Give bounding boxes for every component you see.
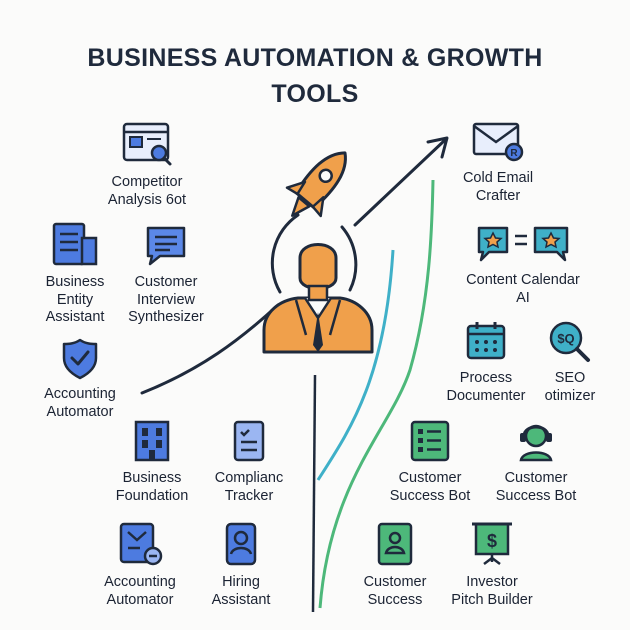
chat-bubble-icon (146, 226, 186, 266)
growth-arrow-upper (353, 138, 447, 227)
building-icon (134, 420, 170, 462)
checklist-document-icon (233, 420, 265, 462)
growth-arrow-head (426, 136, 449, 159)
tool-label: Crafter (475, 187, 521, 204)
tool-label: Entity (56, 291, 94, 308)
browser-search-icon (122, 122, 172, 166)
teal-curve (316, 249, 395, 481)
green-curve (318, 179, 435, 609)
navy-curve (311, 374, 317, 613)
tool-label: AI (516, 289, 530, 306)
tool-label: Customer (363, 574, 427, 590)
tool-label: Process (459, 370, 513, 386)
tool-label: Content Calendar (466, 272, 580, 288)
tool-label: Assistant (45, 309, 105, 325)
halo-right (340, 225, 358, 292)
businessman-icon (262, 243, 374, 354)
tool-label: Tracker (224, 487, 274, 504)
rocket-icon (285, 151, 347, 218)
tool-label: Analysis 6ot (107, 191, 187, 208)
tool-label: Automator (106, 591, 174, 608)
checklist-board-icon (410, 420, 450, 462)
dollar-presentation-icon: $ (472, 522, 512, 565)
magnifier-dollar-icon: $Q (549, 321, 590, 362)
tool-label: Assistant (211, 591, 271, 608)
tool-label: Success Bot (495, 487, 577, 504)
building-document-icon (52, 222, 98, 266)
tool-label: Success (367, 591, 423, 608)
person-card-icon (377, 522, 413, 566)
page-title: BUSINESS AUTOMATION & GROWTH TOOLS (0, 40, 630, 112)
tool-label: Automator (46, 403, 114, 420)
shield-check-icon (62, 338, 98, 380)
tool-label: Hiring (222, 574, 260, 590)
svg-text:$: $ (487, 531, 497, 551)
growth-arrow-lower (140, 303, 280, 395)
svg-text:R: R (510, 148, 518, 159)
tool-label: Customer (504, 470, 568, 486)
tool-label: Documenter (446, 387, 526, 404)
title-line-2: TOOLS (271, 80, 359, 108)
star-chat-bubbles-icon (477, 226, 569, 262)
checklist-minus-icon (119, 522, 163, 566)
headset-person-icon (519, 424, 553, 462)
tool-label: otimizer (544, 387, 596, 404)
tool-label: Complianc (214, 470, 284, 486)
id-badge-icon (225, 522, 257, 566)
tool-label: Cold Email (462, 170, 534, 186)
tool-label: Business (122, 470, 182, 486)
tool-label: Interview (136, 291, 196, 308)
tool-label: Foundation (115, 487, 189, 504)
svg-text:$Q: $Q (557, 331, 574, 346)
calendar-icon (466, 322, 506, 360)
tool-label: Synthesizer (128, 309, 204, 325)
tool-label: Accounting (104, 574, 176, 590)
tool-label: Business (45, 274, 105, 290)
envelope-icon: R (472, 122, 524, 162)
tool-label: Customer (134, 274, 198, 290)
tool-label: Investor (466, 574, 518, 590)
tool-label: Pitch Builder (451, 591, 533, 608)
tool-label: Accounting (44, 386, 116, 402)
tool-label: SEO (554, 370, 586, 386)
title-line-1: BUSINESS AUTOMATION & GROWTH (87, 44, 543, 72)
tool-label: Success Bot (389, 487, 471, 504)
tool-label: Competitor (111, 174, 183, 190)
tool-label: Customer (398, 470, 462, 486)
halo-left (270, 213, 300, 294)
